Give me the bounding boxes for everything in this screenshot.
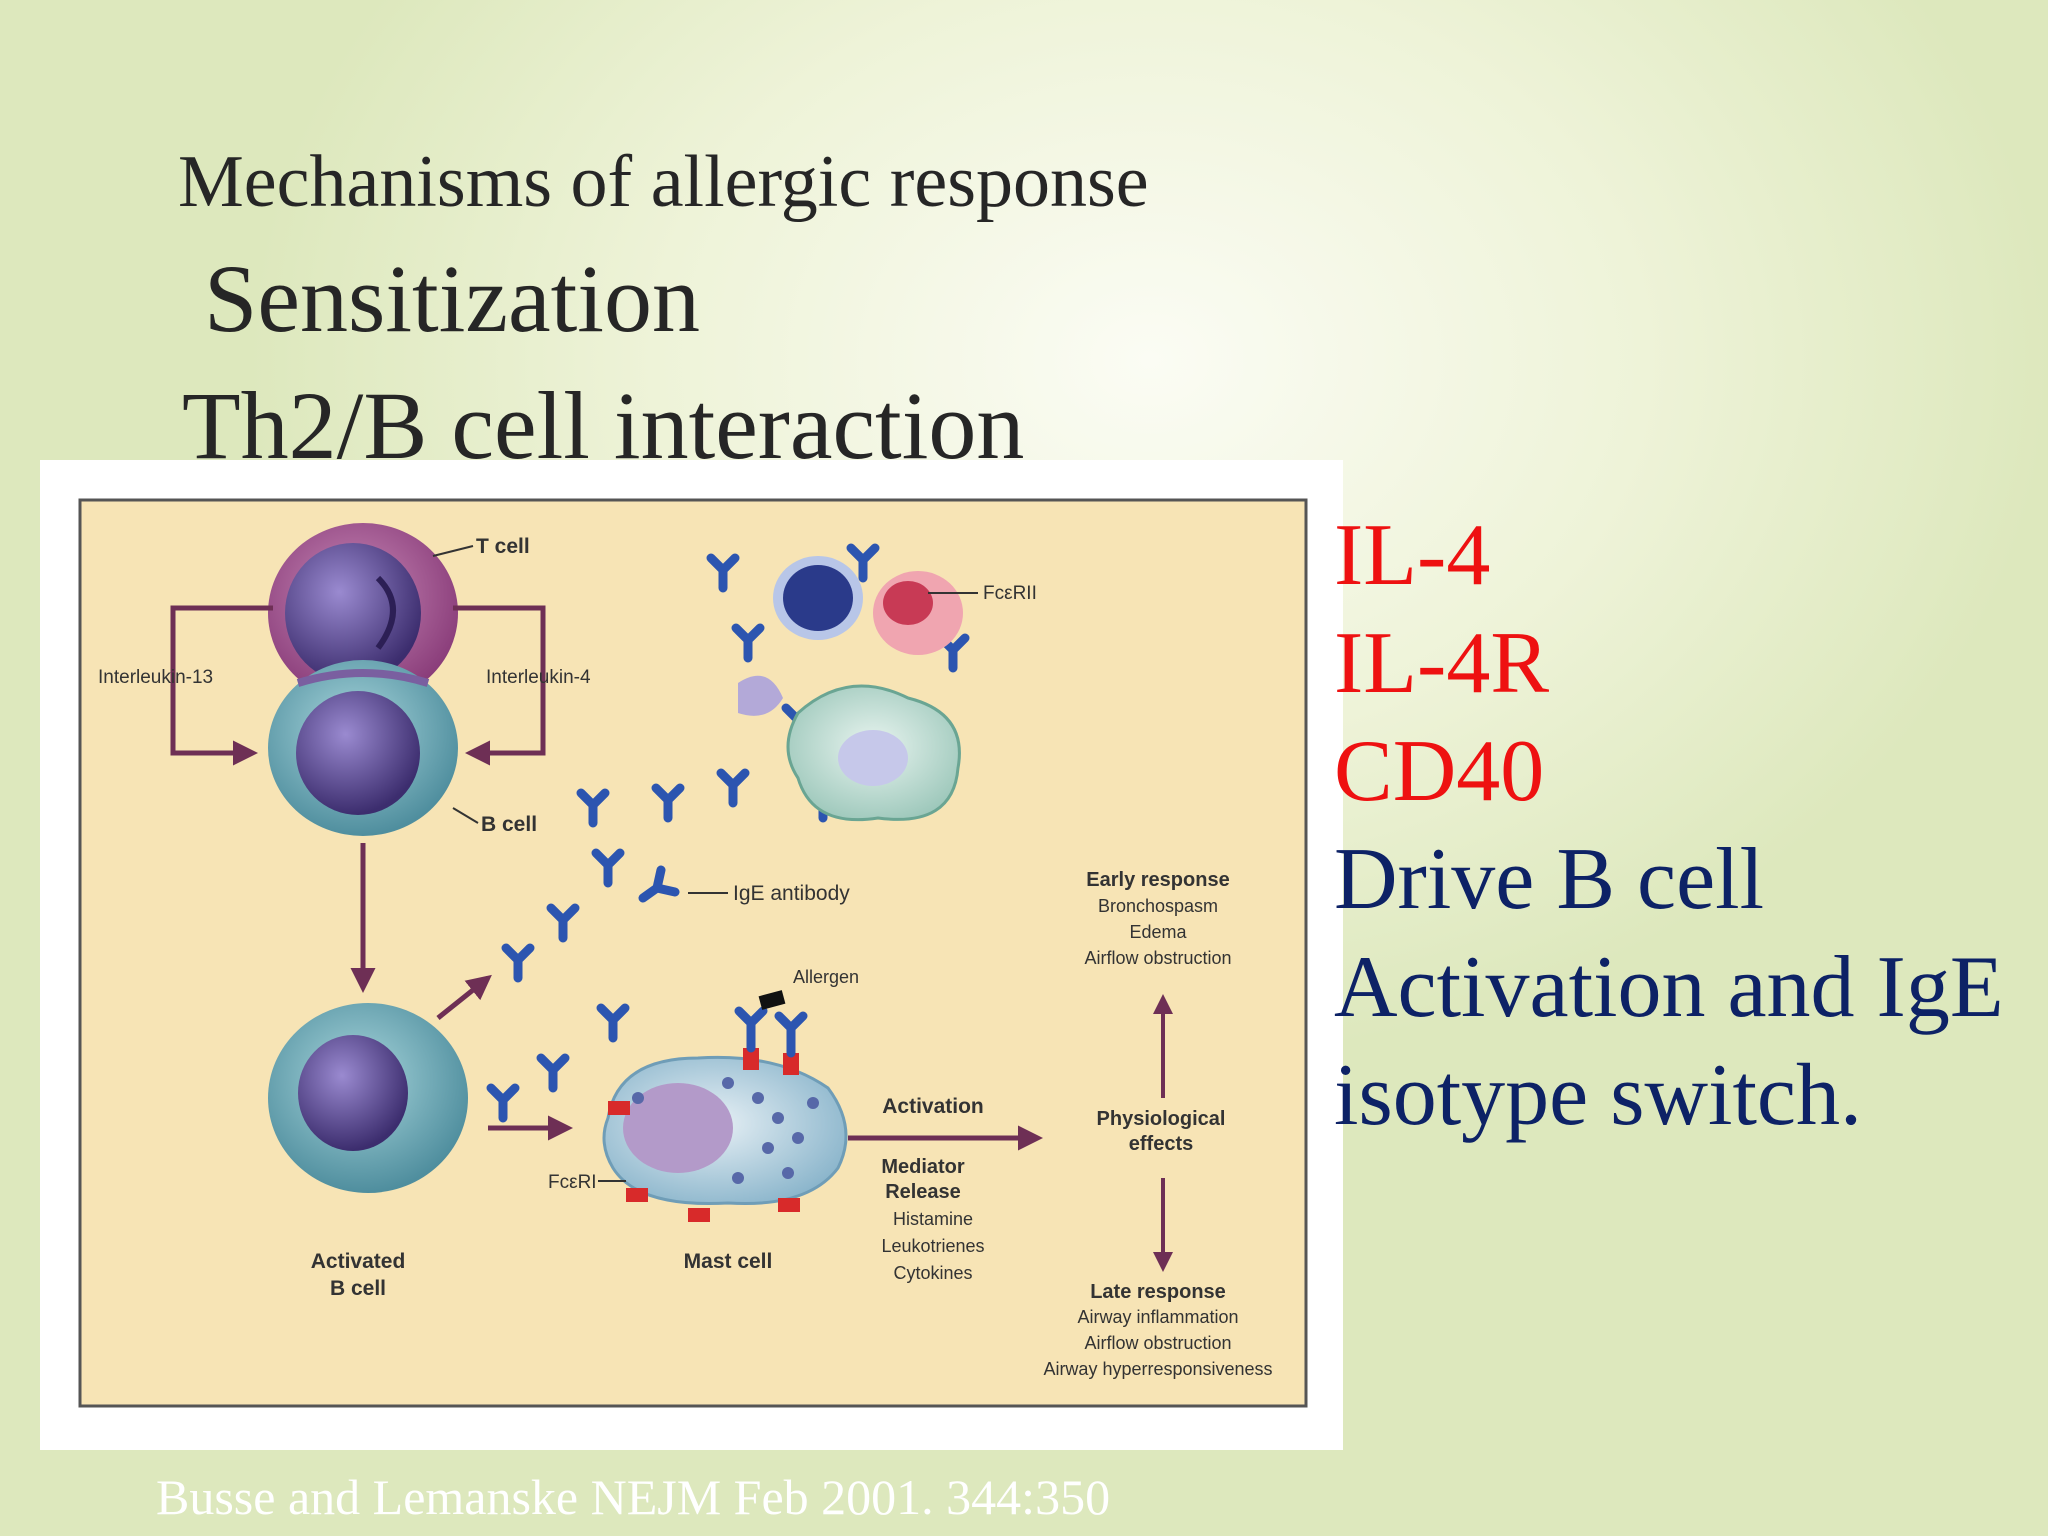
interleukin-4-arrow [453, 605, 546, 766]
label-activated-b-cell-line2: B cell [330, 1277, 386, 1300]
t-cell-illustration [268, 523, 458, 703]
allergen-molecule [758, 990, 786, 1010]
label-leukotrienes: Leukotrienes [881, 1236, 984, 1256]
title-line-2: Sensitization [204, 245, 700, 352]
key-point: IL-4R [1334, 615, 1550, 712]
label-fceri-top: FcεRII [983, 583, 1037, 604]
label-bronchospasm: Bronchospasm [1098, 896, 1218, 916]
key-point: isotype switch. [1334, 1047, 1862, 1144]
label-edema: Edema [1129, 922, 1187, 942]
label-airway-inflammation: Airway inflammation [1077, 1307, 1238, 1327]
macrophage-illustration [738, 675, 961, 822]
label-interleukin-13: Interleukin-13 [98, 667, 213, 688]
label-activated-b-cell-line1: Activated [311, 1250, 406, 1273]
key-point: Drive B cell [1334, 831, 1765, 928]
label-mediator: Mediator [881, 1156, 965, 1178]
eosinophil-illustration [873, 571, 963, 655]
basophil-illustration [773, 556, 863, 640]
label-airflow-obstruction-late: Airflow obstruction [1084, 1333, 1231, 1353]
citation: Busse and Lemanske NEJM Feb 2001. 344:35… [156, 1469, 1111, 1525]
label-airway-hyperresponsiveness: Airway hyperresponsiveness [1043, 1359, 1272, 1379]
label-allergen: Allergen [793, 967, 859, 987]
mast-cell-illustration [602, 990, 848, 1222]
label-activation: Activation [882, 1095, 984, 1118]
interleukin-13-arrow [170, 605, 273, 766]
label-late-response: Late response [1090, 1281, 1226, 1303]
label-release: Release [885, 1181, 961, 1203]
label-mast-cell: Mast cell [684, 1250, 773, 1273]
label-early-response: Early response [1086, 869, 1229, 891]
label-t-cell: T cell [476, 535, 530, 558]
label-physiological: Physiological [1097, 1108, 1226, 1130]
activated-b-cell-illustration [268, 1003, 468, 1193]
label-effects: effects [1129, 1133, 1193, 1155]
b-cell-illustration [268, 660, 458, 836]
label-fceri: FcεRI [548, 1172, 597, 1193]
label-b-cell: B cell [481, 813, 537, 836]
key-points-list: IL-4 IL-4R CD40 Drive B cell Activation … [1334, 502, 2004, 1150]
label-airflow-obstruction-early: Airflow obstruction [1084, 948, 1231, 968]
ige-antibodies [486, 543, 970, 1123]
key-point: Activation and IgE [1334, 939, 2004, 1036]
allergic-response-diagram: T cell B cell Interleukin-13 Interleukin… [78, 498, 1308, 1408]
diagram-frame: T cell B cell Interleukin-13 Interleukin… [40, 460, 1343, 1450]
ige-release-arrow-up [436, 974, 492, 1020]
key-point: CD40 [1334, 723, 1545, 820]
label-ige-antibody: IgE antibody [733, 882, 850, 905]
title-line-1: Mechanisms of allergic response [178, 141, 1149, 223]
label-histamine: Histamine [893, 1209, 973, 1229]
label-interleukin-4: Interleukin-4 [486, 667, 591, 688]
key-point: IL-4 [1334, 507, 1491, 604]
label-cytokines: Cytokines [893, 1263, 972, 1283]
